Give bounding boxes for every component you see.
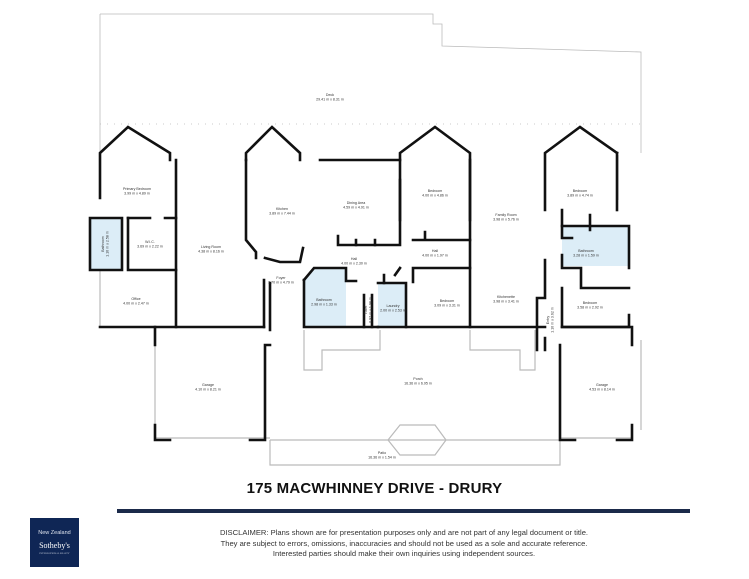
bedroom2-dims: 4.00 m x 4.86 m: [422, 194, 448, 198]
office-dims: 4.00 m x 2.47 m: [123, 302, 149, 306]
hall1-dims: 4.00 m x 2.30 m: [341, 262, 367, 266]
disclaimer-line-1: DISCLAIMER: Plans shown are for presenta…: [219, 528, 589, 537]
family-dims: 3.98 m x 5.76 m: [493, 218, 519, 222]
laundry-name: Laundry: [387, 304, 400, 308]
deck-name: Deck: [326, 93, 334, 97]
bedroom4-name: Bedroom: [573, 189, 588, 193]
disclaimer: DISCLAIMER: Plans shown are for presenta…: [120, 528, 688, 560]
hall2-name: Hall: [432, 249, 438, 253]
bathroom-fill: [304, 268, 346, 327]
family-name: Family Room: [495, 213, 516, 217]
logo-line3: INTERNATIONAL REALTY: [39, 552, 70, 555]
laundry-dims: 2.00 m x 2.53 m: [380, 309, 406, 313]
sothebys-logo: New Zealand Sotheby's INTERNATIONAL REAL…: [30, 518, 79, 567]
property-title: 175 MACWHINNEY DRIVE - DRURY: [246, 480, 503, 497]
office-name: Office: [131, 297, 140, 301]
svg-text:Toilet0.97 m x 1.98 m: Toilet0.97 m x 1.98 m: [364, 297, 373, 323]
hall2-dims: 4.00 m x 1.97 m: [422, 254, 448, 258]
wet-areas: [90, 218, 629, 327]
living-dims: 4.38 m x 8.16 m: [198, 250, 224, 254]
windows: [99, 155, 642, 466]
walls: [88, 125, 634, 442]
bedroom3-dims: 3.09 m x 3.31 m: [434, 304, 460, 308]
entry-dims: 1.10 m x 3.62 m: [551, 307, 555, 333]
garage2-dims: 4.53 m x 8.14 m: [589, 388, 615, 392]
disclaimer-line-2: They are subject to errors, omissions, i…: [220, 538, 588, 548]
toilet-name: Toilet: [364, 306, 368, 314]
porch-name: Porch: [413, 377, 422, 381]
garage2-name: Garage: [596, 383, 608, 387]
bedroom2-name: Bedroom: [428, 189, 443, 193]
bathroom2-dims: 3.28 m x 1.59 m: [573, 254, 599, 258]
toilet-dims: 0.97 m x 1.98 m: [369, 297, 373, 323]
logo-line1: New Zealand: [38, 530, 71, 536]
kitchen-name: Kitchen: [276, 207, 288, 211]
bedroom3-name: Bedroom: [440, 299, 455, 303]
kitchenette-dims: 3.98 m x 3.41 m: [493, 300, 519, 304]
dining-name: Dining Area: [347, 201, 366, 205]
bedroom5-dims: 3.58 m x 2.92 m: [577, 306, 603, 310]
kitchenette-name: Kitchenette: [497, 295, 515, 299]
primary-bedroom-name: Primary Bedroom: [123, 187, 151, 191]
bathroom2-fill: [562, 226, 629, 266]
living-name: Living Room: [201, 245, 221, 249]
garage1-name: Garage: [202, 383, 214, 387]
entry-name: Entry: [546, 316, 550, 325]
svg-text:Bathroom1.16 m x 2.58 m: Bathroom1.16 m x 2.58 m: [101, 231, 110, 257]
divider: [117, 509, 690, 513]
garage1-dims: 4.10 m x 8.21 m: [195, 388, 221, 392]
svg-text:W.I.C.3.69 m x 2.22 m: W.I.C.3.69 m x 2.22 m: [137, 240, 163, 249]
ensuite-name: Bathroom: [101, 236, 105, 252]
bedroom5-name: Bedroom: [583, 301, 598, 305]
patio-name: Patio: [378, 451, 386, 455]
primary-bedroom-dims: 3.99 m x 4.89 m: [124, 192, 150, 196]
bathroom1-dims: 2.98 m x 1.33 m: [311, 303, 337, 307]
dining-dims: 4.59 m x 4.91 m: [343, 206, 369, 210]
wic-name: W.I.C.: [145, 240, 155, 244]
laundry-fill: [378, 283, 407, 327]
patio-dims: 16.36 m x 1.54 m: [368, 456, 396, 460]
deck-dims: 29.41 m x 8.31 m: [316, 98, 344, 102]
svg-text:Entry1.10 m x 3.62 m: Entry1.10 m x 3.62 m: [546, 307, 555, 333]
logo-line2: Sotheby's: [39, 541, 70, 550]
ensuite-fill: [90, 218, 122, 270]
deck-outline: [99, 13, 642, 153]
bathroom1-name: Bathroom: [316, 298, 332, 302]
disclaimer-line-3: Interested parties should make their own…: [272, 549, 536, 558]
bathroom2-name: Bathroom: [578, 249, 594, 253]
bedroom4-dims: 3.89 m x 4.74 m: [567, 194, 593, 198]
wic-dims: 3.69 m x 2.22 m: [137, 245, 163, 249]
ensuite-dims: 1.16 m x 2.58 m: [106, 231, 110, 257]
kitchen-dims: 3.89 m x 7.44 m: [269, 212, 295, 216]
foyer-name: Foyer: [276, 276, 286, 280]
hall1-name: Hall: [351, 257, 357, 261]
porch-dims: 16.36 m x 6.95 m: [404, 382, 432, 386]
foyer-dims: 3.70 m x 4.79 m: [268, 281, 294, 285]
